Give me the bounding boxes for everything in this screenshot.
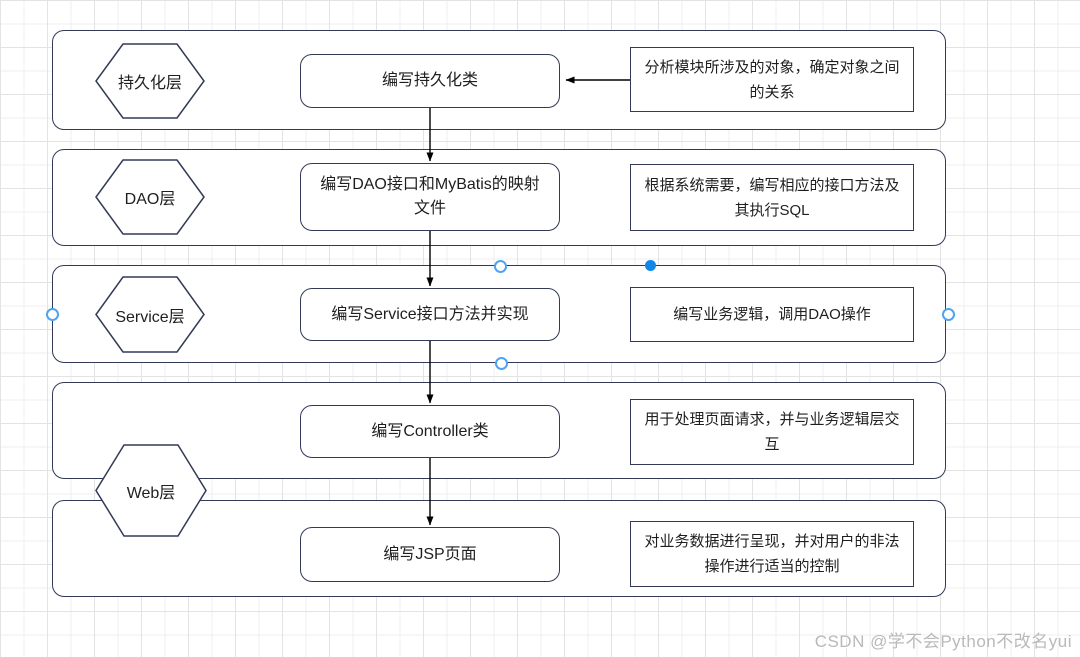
task-box-write-dao-mybatis[interactable]: 编写DAO接口和MyBatis的映射文件 bbox=[300, 163, 560, 231]
hexagon-shape bbox=[95, 444, 207, 537]
note-box-business-logic[interactable]: 编写业务逻辑，调用DAO操作 bbox=[630, 287, 914, 342]
layer-label-persistence: 持久化层 bbox=[117, 75, 182, 92]
task-box-write-controller[interactable]: 编写Controller类 bbox=[300, 405, 560, 458]
note-box-handle-requests[interactable]: 用于处理页面请求，并与业务逻辑层交互 bbox=[630, 399, 914, 465]
layer-label-service: Service层 bbox=[115, 308, 185, 326]
task-label: 编写Service接口方法并实现 bbox=[331, 305, 529, 323]
note-box-render-data[interactable]: 对业务数据进行呈现，并对用户的非法操作进行适当的控制 bbox=[630, 521, 914, 587]
task-label: 编写持久化类 bbox=[381, 72, 478, 89]
note-label: 用于处理页面请求，并与业务逻辑层交互 bbox=[644, 411, 900, 453]
task-box-write-persistence-class[interactable]: 编写持久化类 bbox=[300, 54, 560, 108]
task-label: 编写DAO接口和MyBatis的映射文件 bbox=[320, 176, 540, 217]
task-box-write-service[interactable]: 编写Service接口方法并实现 bbox=[300, 288, 560, 341]
note-label: 根据系统需要，编写相应的接口方法及其执行SQL bbox=[644, 176, 900, 219]
hexagon-service-layer[interactable]: Service层 bbox=[95, 276, 205, 353]
task-label: 编写Controller类 bbox=[371, 422, 489, 440]
layer-label-web: Web层 bbox=[126, 484, 176, 502]
watermark: CSDN @学不会Python不改名yui bbox=[814, 632, 1072, 651]
note-label: 编写业务逻辑，调用DAO操作 bbox=[673, 306, 871, 323]
note-box-analyze-objects[interactable]: 分析模块所涉及的对象，确定对象之间的关系 bbox=[630, 47, 914, 112]
selection-handle-left[interactable] bbox=[46, 308, 59, 321]
note-label: 对业务数据进行呈现，并对用户的非法操作进行适当的控制 bbox=[644, 533, 900, 575]
hexagon-dao-layer[interactable]: DAO层 bbox=[95, 159, 205, 235]
hexagon-shape bbox=[95, 43, 205, 119]
selection-dot[interactable] bbox=[645, 260, 656, 271]
task-label: 编写JSP页面 bbox=[383, 545, 477, 563]
hexagon-shape bbox=[95, 276, 205, 353]
hexagon-web-layer[interactable]: Web层 bbox=[95, 444, 207, 537]
selection-handle-right[interactable] bbox=[942, 308, 955, 321]
selection-handle-top[interactable] bbox=[494, 260, 507, 273]
hexagon-persistence-layer[interactable]: 持久化层 bbox=[95, 43, 205, 119]
selection-handle-bottom[interactable] bbox=[495, 357, 508, 370]
layer-label-dao: DAO层 bbox=[124, 191, 176, 208]
note-box-interface-sql[interactable]: 根据系统需要，编写相应的接口方法及其执行SQL bbox=[630, 164, 914, 231]
note-label: 分析模块所涉及的对象，确定对象之间的关系 bbox=[644, 58, 900, 101]
hexagon-shape bbox=[95, 159, 205, 235]
task-box-write-jsp[interactable]: 编写JSP页面 bbox=[300, 527, 560, 582]
